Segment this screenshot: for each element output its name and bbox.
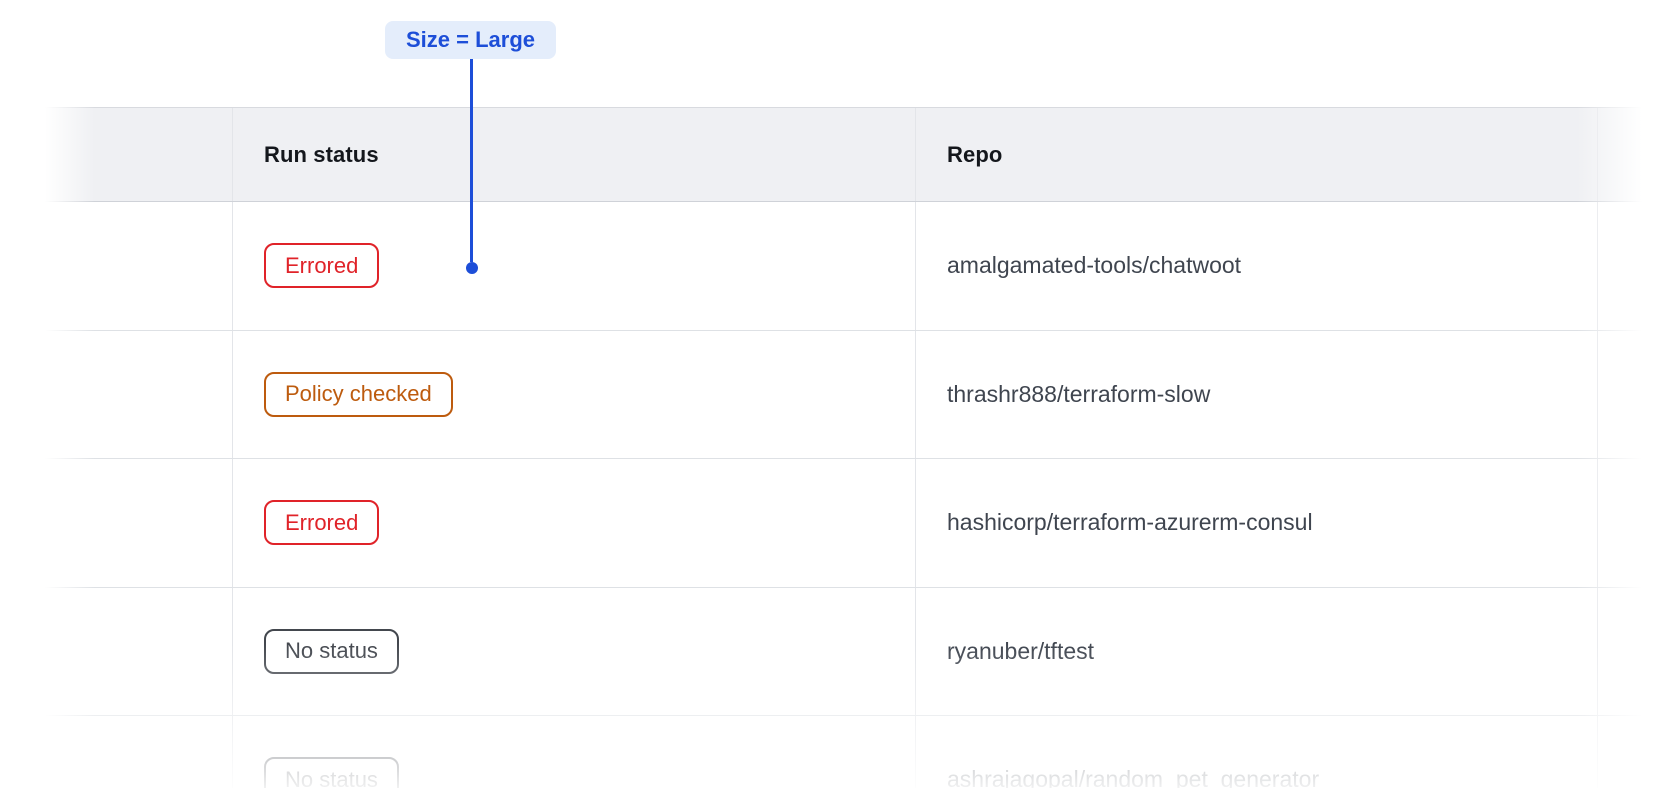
run-status-badge: Errored [264,500,380,546]
repo-name: ashrajagopal/random_pet_generator [947,766,1320,788]
row-cell-repo: thrashr888/terraform-slow [916,330,1598,458]
row-cell-run-status: Policy checked [233,330,916,458]
repo-name: amalgamated-tools/chatwoot [947,252,1242,279]
table-row[interactable]: No status ashrajagopal/random_pet_genera… [43,716,1672,788]
header-cell-spacer [43,108,233,201]
row-cell-run-status: Errored [233,202,916,330]
row-cell-repo: hashicorp/terraform-azurerm-consul [916,459,1598,587]
header-cell-run-status: Run status [233,108,916,201]
row-cell-extra [1598,716,1672,788]
header-cell-extra [1598,108,1672,201]
size-annotation-pill: Size = Large [385,21,557,59]
repo-name: hashicorp/terraform-azurerm-consul [947,509,1313,536]
run-status-badge: No status [264,757,399,788]
run-status-badge: No status [264,628,399,674]
row-cell-repo: amalgamated-tools/chatwoot [916,202,1598,330]
runs-table: Run status Repo Errored amalgamated-tool… [43,107,1672,788]
row-cell-run-status: No status [233,587,916,715]
row-cell-spacer [43,587,233,715]
run-status-badge: Policy checked [264,371,453,417]
table-row[interactable]: Errored amalgamated-tools/chatwoot [43,202,1672,331]
table-body: Errored amalgamated-tools/chatwoot Polic… [43,202,1672,788]
run-status-badge: Errored [264,243,380,289]
row-cell-run-status: Errored [233,459,916,587]
row-cell-spacer [43,202,233,330]
row-cell-extra [1598,588,1672,716]
row-cell-extra [1598,331,1672,459]
row-cell-run-status: No status [233,716,916,788]
repo-name: thrashr888/terraform-slow [947,380,1211,407]
run-status-header-label: Run status [264,141,379,167]
table-header-row: Run status Repo [43,107,1672,202]
row-cell-spacer [43,459,233,587]
table-row[interactable]: Policy checked thrashr888/terraform-slow [43,330,1672,459]
repo-header-label: Repo [947,141,1003,167]
table-row[interactable]: No status ryanuber/tftest [43,587,1672,716]
row-cell-spacer [43,330,233,458]
row-cell-repo: ryanuber/tftest [916,587,1598,715]
row-cell-repo: ashrajagopal/random_pet_generator [916,716,1598,788]
row-cell-extra [1598,459,1672,587]
repo-name: ryanuber/tftest [947,637,1095,664]
row-cell-spacer [43,716,233,788]
header-cell-repo: Repo [916,108,1598,201]
table-row[interactable]: Errored hashicorp/terraform-azurerm-cons… [43,459,1672,588]
row-cell-extra [1598,202,1672,330]
